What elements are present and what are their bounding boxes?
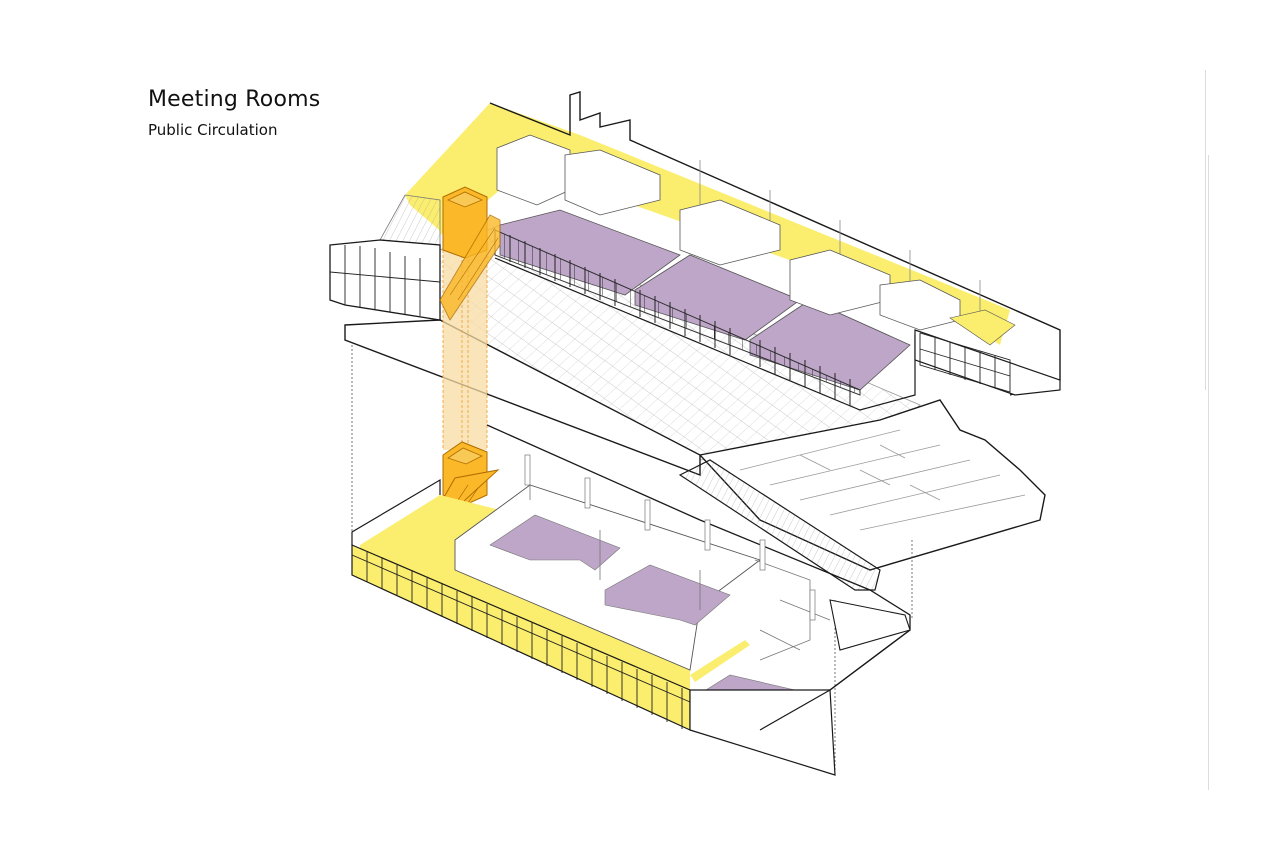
upper-rooms-base	[494, 257, 916, 411]
lower-facade-mullions	[351, 552, 691, 729]
upper-back-wall	[489, 91, 1061, 396]
grand-stair-ramp	[678, 459, 881, 591]
lower-right-wedge	[689, 689, 836, 776]
lower-corridor-strip	[690, 640, 750, 682]
lower-columns	[524, 454, 816, 621]
right-edge-line-2	[1208, 155, 1209, 790]
right-edge-line-1	[1205, 70, 1206, 390]
lower-walls	[529, 485, 831, 661]
upper-service-rooms	[496, 134, 961, 331]
terrace-lines	[739, 429, 1026, 531]
lower-meeting-room-2	[604, 564, 731, 626]
upper-circulation-right	[949, 309, 1016, 346]
upper-right-wing	[914, 329, 1061, 396]
left-wing-glazing	[329, 245, 441, 316]
upper-left-wing	[329, 239, 441, 321]
upper-escalator-steps	[449, 227, 499, 301]
upper-escalator	[439, 214, 501, 321]
lower-meeting-room-1	[489, 514, 621, 571]
lower-right-ledge	[829, 599, 911, 651]
lower-left-wall	[351, 478, 441, 545]
diagram-subtitle: Public Circulation	[148, 121, 278, 139]
upper-glazing-mullions	[509, 235, 851, 406]
right-wing-glazing	[919, 332, 1011, 393]
shaft-dashed-lines	[442, 245, 488, 450]
lower-level	[351, 424, 911, 776]
projection-lines	[351, 345, 913, 775]
upper-level	[329, 91, 1061, 591]
diagram-title: Meeting Rooms	[148, 87, 321, 112]
upper-stairs	[379, 194, 441, 246]
